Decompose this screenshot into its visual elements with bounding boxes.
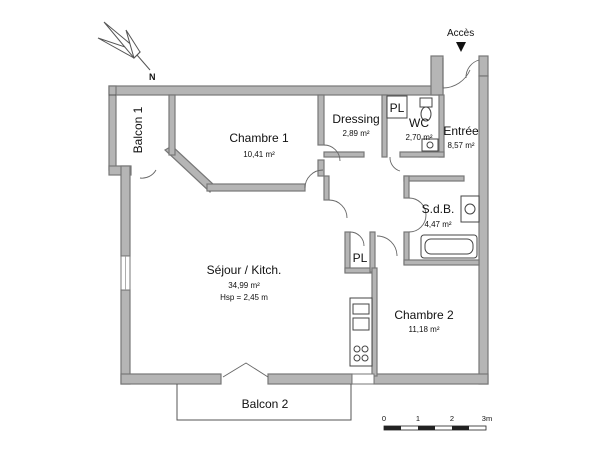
room-label-balcon2: Balcon 2 [242, 397, 289, 411]
room-label-entree: Entrée [443, 124, 479, 138]
room-label-pl-top: PL [390, 101, 405, 115]
wc-sink-icon [421, 138, 439, 152]
kitchen-counter [349, 297, 373, 367]
windows [120, 255, 375, 385]
room-area-wc: 2,70 m² [405, 133, 432, 142]
room-label-chambre1: Chambre 1 [229, 131, 289, 145]
access-label: Accès [447, 28, 474, 39]
north-label: N [149, 72, 156, 82]
room-label-balcon1: Balcon 1 [131, 106, 145, 153]
room-label-sejour: Séjour / Kitch. [207, 263, 282, 277]
bathtub-icon [420, 234, 478, 259]
room-area-entree: 8,57 m² [447, 141, 474, 150]
room-label-chambre2: Chambre 2 [394, 308, 454, 322]
scale-label-1: 1 [416, 414, 420, 423]
room-label-dressing: Dressing [332, 112, 379, 126]
balcon2-outline [176, 384, 352, 421]
room-area-chambre1: 10,41 m² [243, 150, 275, 159]
room-label-pl-mid: PL [353, 251, 368, 265]
doors [139, 58, 480, 378]
access-arrow-icon [456, 42, 466, 52]
room-area-sdb: 4,47 m² [424, 220, 451, 229]
room-area-chambre2: 11,18 m² [409, 325, 440, 334]
scale-label-0: 0 [382, 414, 386, 423]
pl-top-cupboard [386, 95, 408, 119]
room-label-sdb: S.d.B. [422, 202, 455, 216]
scale-label-2: 2 [450, 414, 454, 423]
room-area-dressing: 2,89 m² [342, 129, 369, 138]
room-height-sejour: Hsp = 2,45 m [220, 293, 268, 302]
sink-icon [460, 195, 480, 223]
room-label-wc: WC [409, 116, 429, 130]
room-area-sejour: 34,99 m² [228, 281, 260, 290]
interior-walls [163, 94, 480, 377]
toilet-icon [419, 97, 433, 122]
north-arrow-icon [97, 21, 151, 71]
scale-label-3: 3m [482, 414, 492, 423]
scale-bar: 0 1 2 3m [382, 414, 492, 431]
